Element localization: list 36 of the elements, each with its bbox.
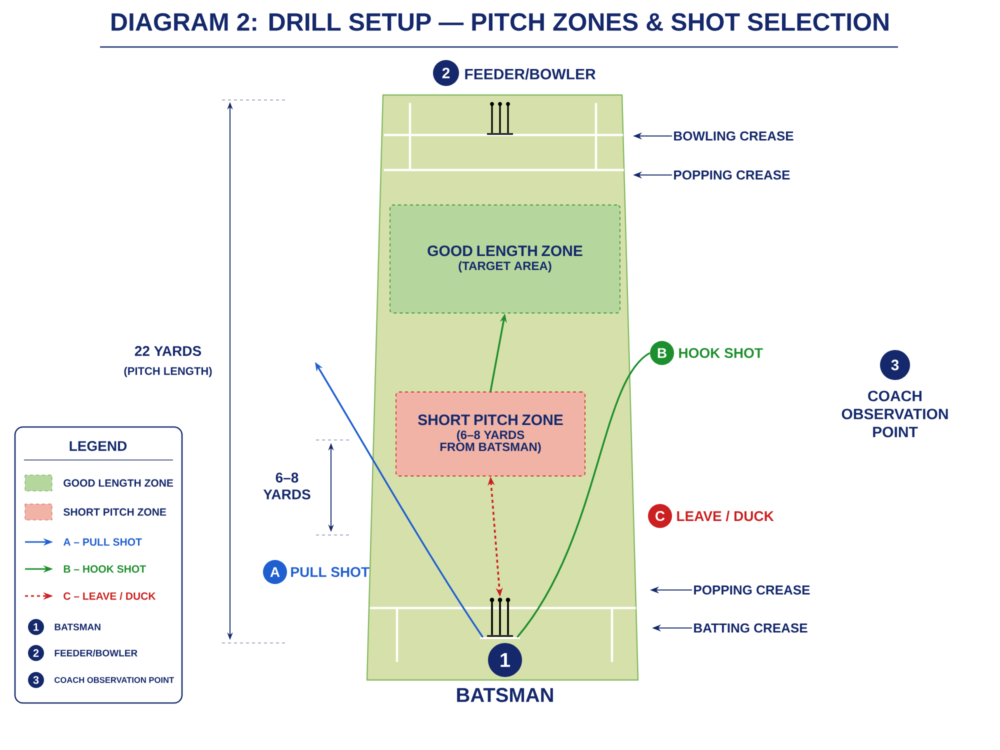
legend-label: C – LEAVE / DUCK [64, 592, 156, 600]
dimension-label: 6–8 YARDS [263, 472, 310, 500]
crease-label: POPPING CREASE [694, 585, 810, 595]
number-badge: C [648, 504, 672, 528]
number-badge: 3 [28, 672, 44, 688]
legend-label: COACH OBSERVATION POINT [54, 677, 174, 683]
number-badge: 2 [433, 60, 459, 86]
legend-label: FEEDER/BOWLER [54, 649, 138, 657]
batsman-label: BATSMAN [457, 688, 553, 702]
legend-label: A – PULL SHOT [63, 538, 142, 546]
crease-label: POPPING CREASE [674, 170, 790, 180]
legend-label: BATSMAN [54, 624, 100, 630]
number-badge: 2 [28, 645, 44, 661]
zone-box: SHORT PITCH ZONE (6–8 YARDS FROM BATSMAN) [396, 392, 586, 476]
shot-label: HOOK SHOT [679, 348, 763, 358]
legend-label: GOOD LENGTH ZONE [64, 479, 174, 487]
crease-label: BOWLING CREASE [674, 131, 794, 141]
shot-line [516, 352, 650, 638]
coach-label: COACH OBSERVATION POINT [842, 390, 948, 438]
stumps-drawing [480, 598, 520, 639]
crease-label: BATTING CREASE [694, 623, 808, 633]
zone-box: GOOD LENGTH ZONE (TARGET AREA) [390, 204, 620, 314]
dimension-label: (PITCH LENGTH) [124, 366, 212, 378]
number-badge: B [650, 341, 674, 365]
number-badge: 3 [880, 350, 910, 380]
feeder-label: FEEDER/BOWLER [465, 68, 596, 80]
number-badge: 1 [488, 643, 522, 677]
shot-label: PULL SHOT [291, 567, 370, 577]
legend-label: SHORT PITCH ZONE [64, 508, 166, 516]
shot-label: LEAVE / DUCK [677, 510, 774, 522]
dimension-label: 22 YARDS [134, 346, 202, 356]
number-badge: A [263, 560, 287, 584]
title: DIAGRAM 2: DRILL SETUP — PITCH ZONES & SHOT SELECTION [112, 13, 888, 31]
legend-title: LEGEND [70, 441, 127, 451]
number-badge: 1 [28, 619, 44, 635]
legend-label: B – HOOK SHOT [64, 565, 146, 573]
